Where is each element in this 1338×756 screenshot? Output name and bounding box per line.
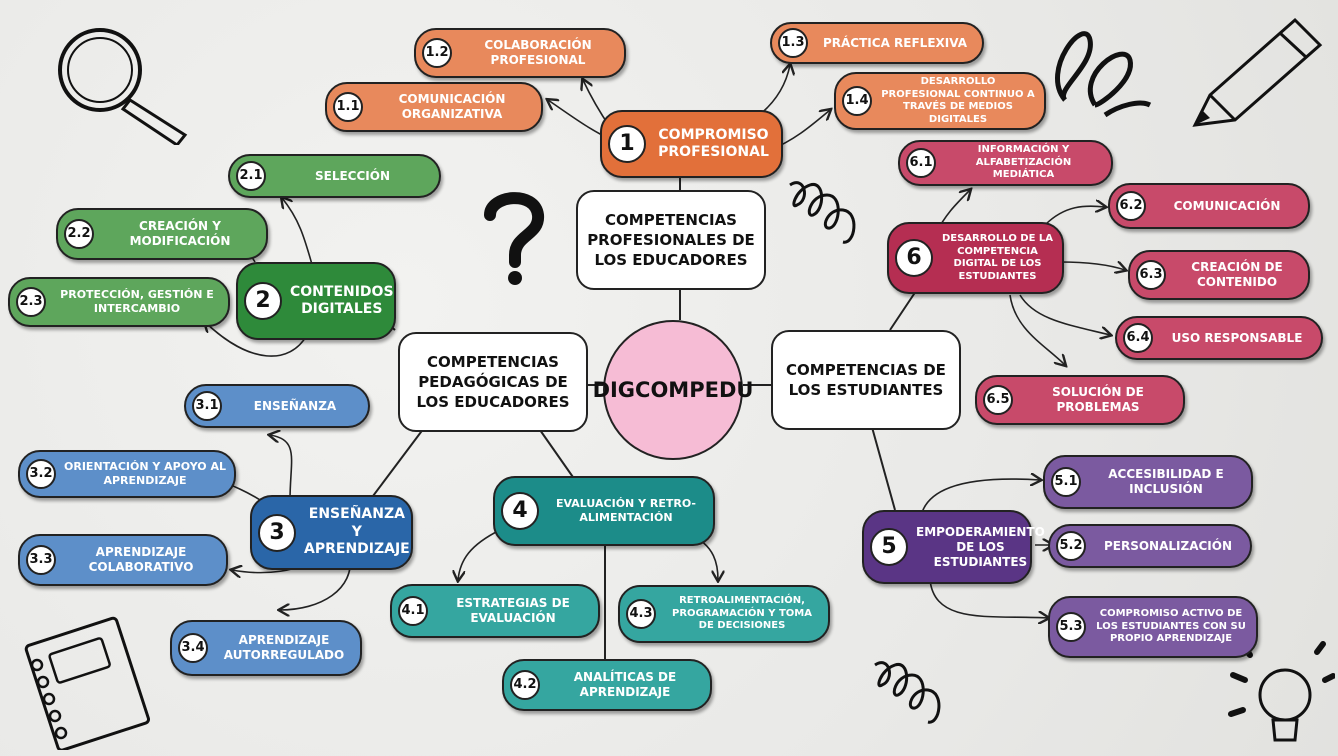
number-badge: 3.2	[26, 459, 56, 489]
item-4-2: 4.2 ANALÍTICAS DE APRENDIZAJE	[502, 659, 712, 711]
question-mark-icon	[484, 192, 544, 285]
number-badge: 4.1	[398, 596, 428, 626]
number-badge: 6	[895, 239, 933, 277]
item-3-4: 3.4 APRENDIZAJE AUTORREGULADO	[170, 620, 362, 676]
node-label: CONTENIDOS DIGITALES	[290, 283, 394, 318]
node-6-desarrollo-competencia-digital: 6 DESARROLLO DE LA COMPETENCIA DIGITAL D…	[887, 222, 1064, 294]
item-label: INFORMACIÓN Y ALFABETIZACIÓN MEDIÁTICA	[975, 144, 1072, 181]
number-badge: 5	[870, 528, 908, 566]
item-label: APRENDIZAJE COLABORATIVO	[88, 545, 194, 574]
item-1-2: 1.2 COLABORACIÓN PROFESIONAL	[414, 28, 626, 78]
item-label: USO RESPONSABLE	[1171, 330, 1303, 345]
item-label: RETROALIMENTACIÓN, PROGRAMACIÓN Y TOMA D…	[671, 595, 812, 632]
item-label: DESARROLLO PROFESIONAL CONTINUO A TRAVÉS…	[881, 76, 1035, 125]
item-6-4: 6.4 USO RESPONSABLE	[1115, 316, 1323, 360]
item-2-2: 2.2 CREACIÓN Y MODIFICACIÓN	[56, 208, 268, 260]
number-badge: 3.3	[26, 545, 56, 575]
area-competencias-pedagogicas: COMPETENCIAS PEDAGÓGICAS DE LOS EDUCADOR…	[398, 332, 588, 432]
item-label: COLABORACIÓN PROFESIONAL	[484, 38, 592, 67]
area-competencias-profesionales: COMPETENCIAS PROFESIONALES DE LOS EDUCAD…	[576, 190, 766, 290]
node-3-ensenanza-aprendizaje: 3 ENSEÑANZA Y APRENDIZAJE	[250, 495, 413, 570]
number-badge: 4	[501, 492, 539, 530]
item-label: PERSONALIZACIÓN	[1103, 538, 1233, 553]
item-label: COMUNICACIÓN ORGANIZATIVA	[398, 92, 506, 121]
spiral-icon	[874, 661, 941, 724]
item-3-1: 3.1 ENSEÑANZA	[184, 384, 370, 428]
number-badge: 3.1	[192, 391, 222, 421]
number-badge: 3	[258, 513, 296, 552]
item-label: PRÁCTICA REFLEXIVA	[822, 35, 967, 50]
number-badge: 1	[608, 125, 646, 163]
item-2-1: 2.1 SELECCIÓN	[228, 154, 441, 198]
item-5-3: 5.3 COMPROMISO ACTIVO DE LOS ESTUDIANTES…	[1048, 596, 1258, 658]
node-label: COMPROMISO PROFESIONAL	[658, 126, 769, 161]
item-label: SOLUCIÓN DE PROBLEMAS	[1052, 385, 1144, 414]
node-5-empoderamiento: 5 EMPODERAMIENTO DE LOS ESTUDIANTES	[862, 510, 1045, 584]
node-4-evaluacion: 4 EVALUACIÓN Y RETRO-ALIMENTACIÓN	[493, 476, 715, 546]
number-badge: 2	[244, 282, 282, 320]
item-label: APRENDIZAJE AUTORREGULADO	[223, 633, 345, 662]
item-label: COMPROMISO ACTIVO DE LOS ESTUDIANTES CON…	[1096, 608, 1246, 645]
number-badge: 6.4	[1123, 323, 1153, 353]
item-6-2: 6.2 COMUNICACIÓN	[1108, 183, 1310, 229]
item-label: ENSEÑANZA	[253, 398, 337, 413]
item-2-3: 2.3 PROTECCIÓN, GESTIÓN E INTERCAMBIO	[8, 277, 230, 327]
item-label: ACCESIBILIDAD E INCLUSIÓN	[1108, 467, 1224, 496]
number-badge: 5.1	[1051, 467, 1081, 497]
item-6-5: 6.5 SOLUCIÓN DE PROBLEMAS	[975, 375, 1185, 425]
pencil-icon	[1192, 17, 1323, 127]
item-1-1: 1.1 COMUNICACIÓN ORGANIZATIVA	[325, 82, 543, 132]
central-node-digcompedu: DIGCOMPEDU	[593, 320, 753, 460]
item-label: ESTRATEGIAS DE EVALUACIÓN	[456, 596, 570, 625]
number-badge: 1.3	[778, 28, 808, 58]
number-badge: 4.3	[626, 599, 656, 629]
node-label: EVALUACIÓN Y RETRO-ALIMENTACIÓN	[556, 497, 696, 524]
notebook-icon	[24, 616, 151, 750]
number-badge: 2.3	[16, 287, 46, 317]
magnifier-icon	[58, 28, 188, 145]
node-label: DESARROLLO DE LA COMPETENCIA DIGITAL DE …	[941, 233, 1054, 282]
item-3-3: 3.3 APRENDIZAJE COLABORATIVO	[18, 534, 228, 586]
item-label: ANALÍTICAS DE APRENDIZAJE	[573, 670, 677, 699]
number-badge: 1.4	[842, 86, 872, 116]
item-4-1: 4.1 ESTRATEGIAS DE EVALUACIÓN	[390, 584, 600, 638]
number-badge: 6.3	[1136, 260, 1166, 290]
squiggle-icon	[1055, 31, 1152, 118]
number-badge: 2.2	[64, 219, 94, 249]
number-badge: 5.3	[1056, 612, 1086, 642]
item-4-3: 4.3 RETROALIMENTACIÓN, PROGRAMACIÓN Y TO…	[618, 585, 830, 643]
number-badge: 1.1	[333, 92, 363, 122]
number-badge: 6.1	[906, 148, 936, 178]
item-label: CREACIÓN Y MODIFICACIÓN	[129, 219, 231, 248]
item-3-2: 3.2 ORIENTACIÓN Y APOYO AL APRENDIZAJE	[18, 450, 236, 498]
item-label: SELECCIÓN	[314, 168, 390, 183]
item-label: COMUNICACIÓN	[1173, 198, 1281, 213]
item-1-4: 1.4 DESARROLLO PROFESIONAL CONTINUO A TR…	[834, 72, 1046, 130]
item-6-1: 6.1 INFORMACIÓN Y ALFABETIZACIÓN MEDIÁTI…	[898, 140, 1113, 186]
item-5-2: 5.2 PERSONALIZACIÓN	[1048, 524, 1252, 568]
number-badge: 6.5	[983, 385, 1013, 415]
item-label: ORIENTACIÓN Y APOYO AL APRENDIZAJE	[64, 460, 226, 487]
node-label: ENSEÑANZA Y APRENDIZAJE	[304, 506, 410, 558]
item-6-3: 6.3 CREACIÓN DE CONTENIDO	[1128, 250, 1310, 300]
number-badge: 1.2	[422, 38, 452, 68]
number-badge: 6.2	[1116, 191, 1146, 221]
item-1-3: 1.3 PRÁCTICA REFLEXIVA	[770, 22, 984, 64]
node-1-compromiso-profesional: 1 COMPROMISO PROFESIONAL	[600, 110, 783, 178]
spiral-icon	[789, 181, 856, 244]
node-label: EMPODERAMIENTO DE LOS ESTUDIANTES	[916, 524, 1045, 569]
item-5-1: 5.1 ACCESIBILIDAD E INCLUSIÓN	[1043, 455, 1253, 509]
node-2-contenidos-digitales: 2 CONTENIDOS DIGITALES	[236, 262, 396, 340]
number-badge: 2.1	[236, 161, 266, 191]
item-label: CREACIÓN DE CONTENIDO	[1191, 260, 1283, 289]
number-badge: 3.4	[178, 633, 208, 663]
area-competencias-estudiantes: COMPETENCIAS DE LOS ESTUDIANTES	[771, 330, 961, 430]
number-badge: 4.2	[510, 670, 540, 700]
item-label: PROTECCIÓN, GESTIÓN E INTERCAMBIO	[60, 288, 214, 315]
number-badge: 5.2	[1056, 531, 1086, 561]
